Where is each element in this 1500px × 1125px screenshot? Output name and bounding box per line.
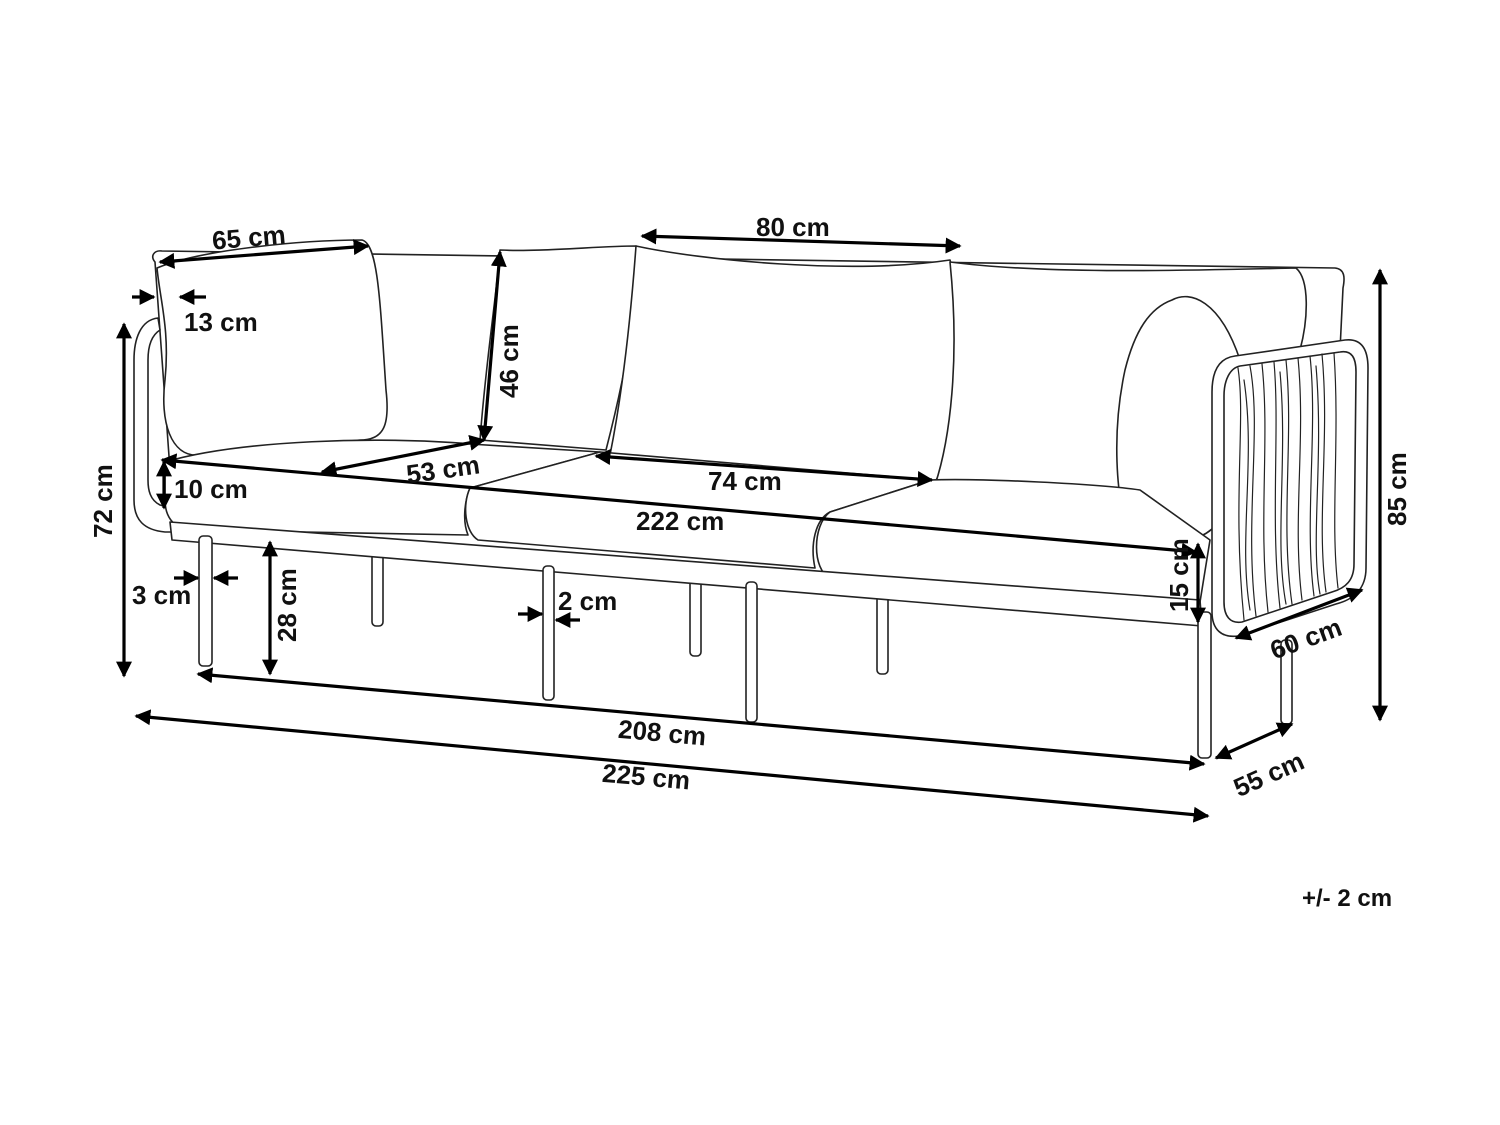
back-legs <box>371 547 1293 725</box>
label-80: 80 cm <box>756 212 830 242</box>
back-cushion-mid <box>609 245 960 486</box>
label-10: 10 cm <box>174 474 248 504</box>
label-74: 74 cm <box>708 466 782 496</box>
dim-line-222 <box>160 453 1198 559</box>
label-28: 28 cm <box>272 568 302 642</box>
back-cushion-left <box>156 239 388 456</box>
label-222: 222 cm <box>636 506 724 536</box>
dim-line-60 <box>1234 587 1364 641</box>
dimension-lines <box>116 228 1388 823</box>
sofa-illustration <box>133 239 1369 759</box>
label-46: 46 cm <box>494 324 524 398</box>
right-rope-arm <box>1211 339 1369 638</box>
label-55: 55 cm <box>1229 746 1309 803</box>
dim-line-80 <box>640 228 962 254</box>
label-208: 208 cm <box>617 714 707 752</box>
dim-line-65 <box>158 239 370 269</box>
label-2: 2 cm <box>558 586 617 616</box>
label-13: 13 cm <box>184 307 258 337</box>
label-65: 65 cm <box>211 219 287 255</box>
label-15: 15 cm <box>1164 538 1194 612</box>
label-85: 85 cm <box>1382 452 1412 526</box>
label-72: 72 cm <box>88 464 118 538</box>
dim-line-55 <box>1214 722 1294 760</box>
dim-line-46 <box>477 250 507 442</box>
tolerance-note: +/- 2 cm <box>1302 885 1392 912</box>
label-225: 225 cm <box>601 758 691 796</box>
dim-line-225 <box>134 709 1210 823</box>
label-3: 3 cm <box>132 580 191 610</box>
